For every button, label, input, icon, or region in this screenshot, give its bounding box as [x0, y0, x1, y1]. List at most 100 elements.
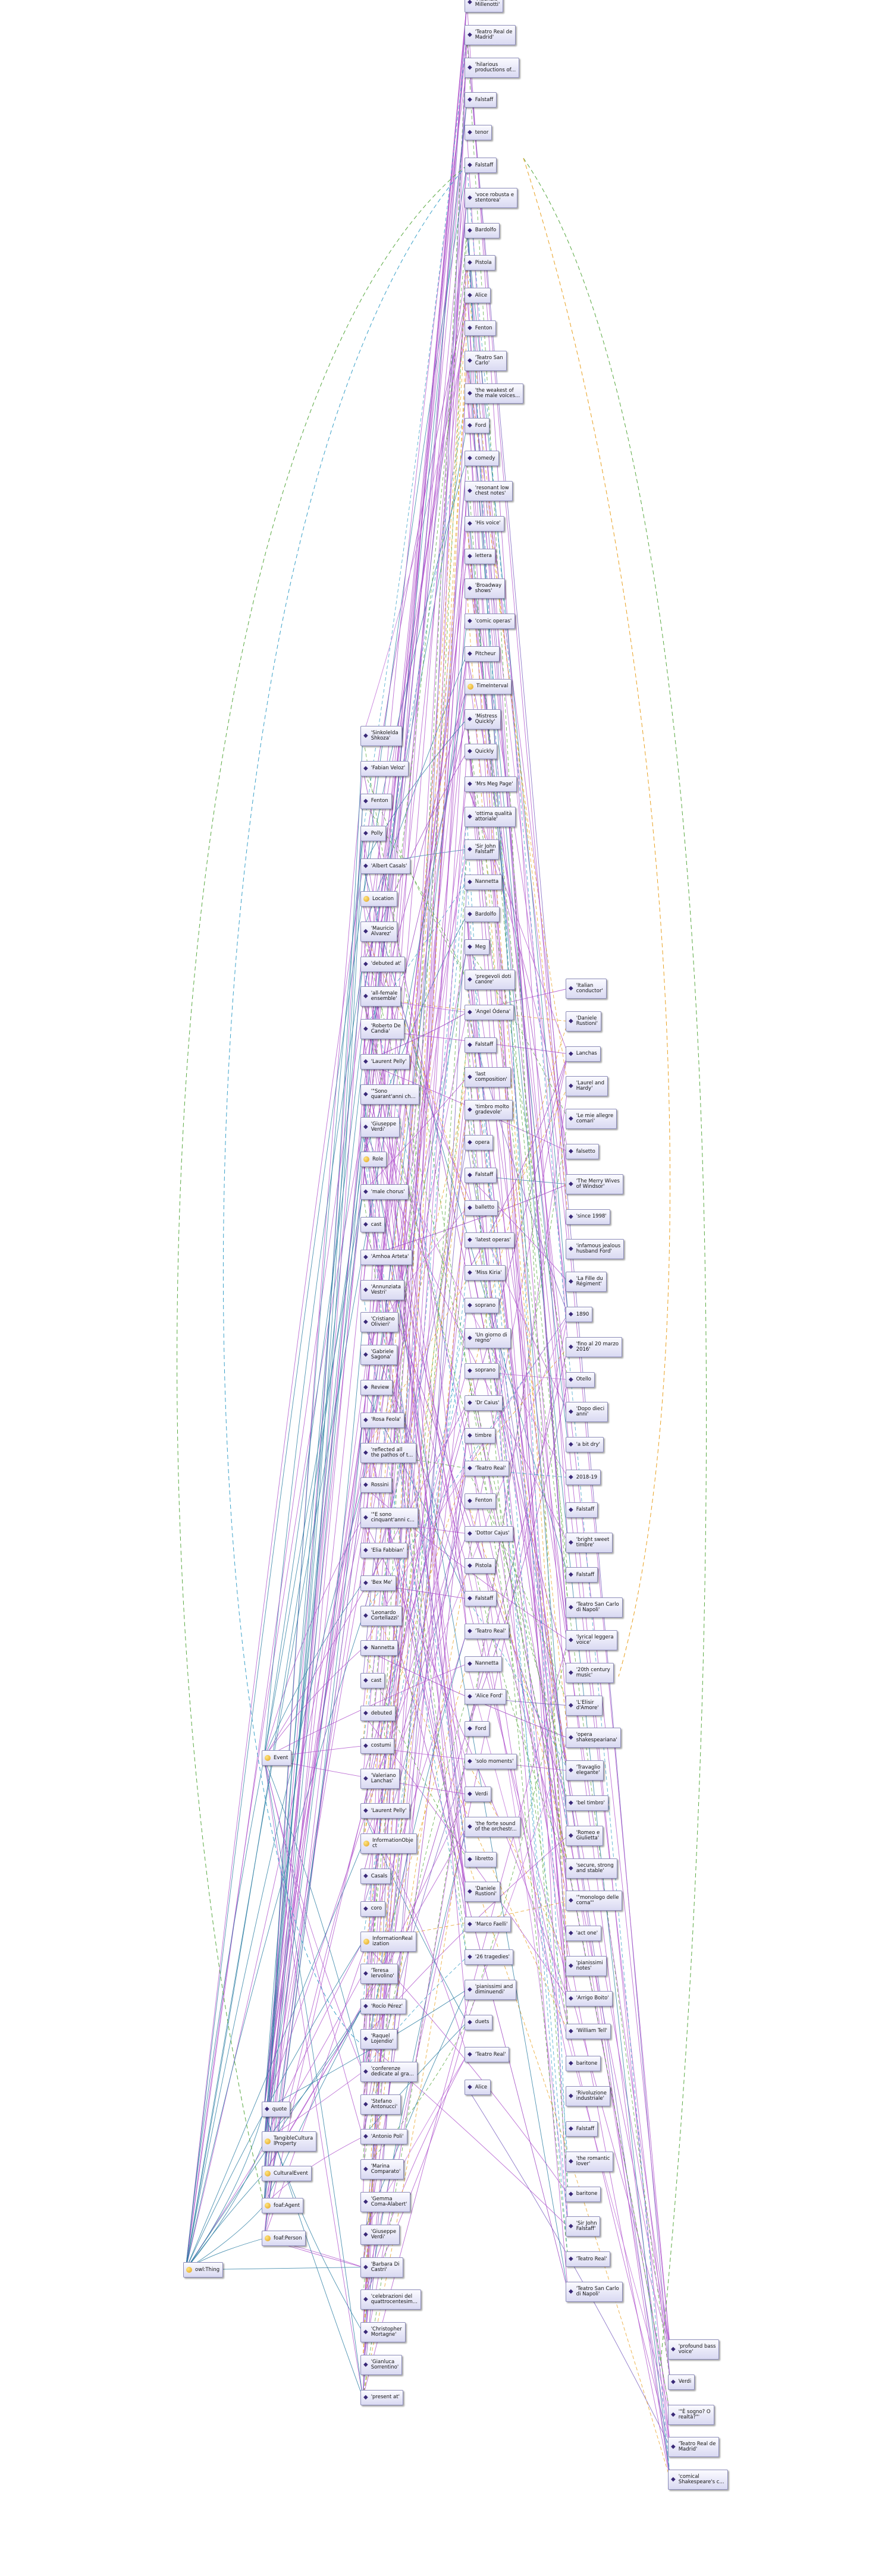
individual-node-secure-strong-and-stable[interactable]: ◆'secure, strong and stable' — [566, 1858, 617, 1879]
individual-node-cristiano-olivieri[interactable]: ◆'Cristiano Olivieri' — [360, 1312, 398, 1333]
individual-node-opera[interactable]: ◆opera — [465, 1135, 494, 1150]
individual-node-verdi[interactable]: ◆Verdi — [465, 1786, 492, 1802]
individual-node-bright-sweet-timbre[interactable]: ◆'bright sweet timbre' — [566, 1532, 613, 1553]
individual-node-2018-19[interactable]: ◆2018-19 — [566, 1470, 601, 1485]
individual-node-duets[interactable]: ◆duets — [465, 2014, 493, 2030]
individual-node-falstaff[interactable]: ◆Falstaff — [465, 1167, 497, 1183]
individual-node-present-at[interactable]: ◆'present at' — [360, 2389, 403, 2405]
individual-node-un-giorno-di-regno[interactable]: ◆'Un giorno di regno' — [465, 1328, 511, 1348]
individual-node-pianissimi-notes[interactable]: ◆'pianissimi notes' — [566, 1956, 607, 1976]
individual-node-giuseppe-verdi[interactable]: ◆'Giuseppe Verdi' — [360, 1116, 400, 1137]
individual-node-quickly[interactable]: ◆Quickly — [465, 744, 498, 760]
individual-node-gemma-coma-alabert[interactable]: ◆'Gemma Coma-Alabert' — [360, 2192, 411, 2212]
individual-node-laurel-and-hardy[interactable]: ◆'Laurel and Hardy' — [566, 1076, 608, 1097]
individual-node-lanchas[interactable]: ◆Lanchas — [566, 1046, 601, 1062]
individual-node-teatro-real[interactable]: ◆'Teatro Real' — [465, 1461, 510, 1476]
individual-node-angel-dena[interactable]: ◆'Angel Ódena' — [465, 1004, 514, 1020]
individual-node-teatro-san-carlo-di-napoli[interactable]: ◆'Teatro San Carlo di Napoli' — [566, 2282, 623, 2302]
class-node-informationreal-ization[interactable]: InformationReal ization — [360, 1931, 416, 1952]
individual-node-rossini[interactable]: ◆Rossini — [360, 1477, 393, 1493]
individual-node-baritone[interactable]: ◆baritone — [566, 2056, 601, 2072]
individual-node-ford[interactable]: ◆Ford — [465, 418, 490, 434]
individual-node-conferenze-dedicate-al-gra[interactable]: ◆'conferenze dedicate al gra... — [360, 2061, 418, 2082]
individual-node-daniele-rustioni[interactable]: ◆'Daniele Rustioni' — [566, 1011, 602, 1031]
individual-node-sogno-o-realt[interactable]: ◆'"È sogno? O realtà?"' — [668, 2404, 714, 2425]
individual-node-pistola[interactable]: ◆Pistola — [465, 1558, 495, 1574]
individual-node-comic-operas[interactable]: ◆'comic operas' — [465, 614, 516, 630]
individual-node-the-romantic-lover[interactable]: ◆'the romantic lover' — [566, 2151, 614, 2172]
individual-node-amhoa-arteta[interactable]: ◆'Amhoa Arteta' — [360, 1249, 413, 1265]
individual-node-fabian-veloz[interactable]: ◆'Fabian Veloz' — [360, 760, 409, 776]
individual-node-bardolfo[interactable]: ◆Bardolfo — [465, 907, 500, 923]
individual-node-nannetta[interactable]: ◆Nannetta — [360, 1640, 398, 1656]
individual-node-valeriano-lanchas[interactable]: ◆'Valeriano Lanchas' — [360, 1768, 400, 1789]
individual-node-teatro-real-de-madrid[interactable]: ◆'Teatro Real de Madrid' — [465, 24, 516, 45]
individual-node-alice-ford[interactable]: ◆'Alice Ford' — [465, 1688, 507, 1704]
individual-node-falstaff[interactable]: ◆Falstaff — [465, 1037, 497, 1053]
class-node-role[interactable]: Role — [360, 1152, 387, 1168]
individual-node-marco-faelli[interactable]: ◆'Marco Faelli' — [465, 1917, 512, 1933]
class-node-event[interactable]: Event — [262, 1750, 292, 1766]
individual-node-debuted-at[interactable]: ◆'debuted at' — [360, 956, 405, 972]
individual-node-male-chorus[interactable]: ◆'male chorus' — [360, 1184, 409, 1200]
individual-node-sono-quarant-anni-ch[interactable]: ◆'"Sono quarant'anni ch... — [360, 1084, 419, 1105]
individual-node-hilarious-productions-of[interactable]: ◆'hilarious productions of... — [465, 57, 520, 78]
individual-node-italian-conductor[interactable]: ◆'Italian conductor' — [566, 979, 607, 999]
individual-node-tenor[interactable]: ◆tenor — [465, 125, 492, 141]
individual-node-dopo-dieci-anni[interactable]: ◆'Dopo dieci anni' — [566, 1402, 608, 1423]
individual-node-20th-century-music[interactable]: ◆'20th century music' — [566, 1662, 614, 1683]
class-node-culturalevent[interactable]: CulturalEvent — [262, 2166, 312, 2181]
individual-node-stefano-antonucci[interactable]: ◆'Stefano Antonucci' — [360, 2094, 401, 2115]
individual-node-romeo-e-giulietta[interactable]: ◆'Romeo e Giulietta' — [566, 1825, 604, 1846]
class-node-location[interactable]: Location — [360, 891, 397, 907]
individual-node-fenton[interactable]: ◆Fenton — [465, 320, 496, 336]
individual-node-teatro-real-de-madrid[interactable]: ◆'Teatro Real de Madrid' — [668, 2437, 720, 2458]
individual-node-bex-me[interactable]: ◆'Bex Me' — [360, 1575, 396, 1591]
individual-node-meg[interactable]: ◆Meg — [465, 939, 490, 955]
individual-node-his-voice[interactable]: ◆'His voice' — [465, 515, 504, 531]
individual-node-teatro-real[interactable]: ◆'Teatro Real' — [465, 1624, 510, 1639]
individual-node-1890[interactable]: ◆1890 — [566, 1307, 593, 1322]
individual-node-la-fille-du-r-giment[interactable]: ◆'La Fille du Régiment' — [566, 1272, 607, 1292]
individual-node-antonio-poli[interactable]: ◆'Antonio Poli' — [360, 2129, 407, 2145]
individual-node-raquel-lojendio[interactable]: ◆'Raquel Lojendio' — [360, 2029, 397, 2049]
individual-node-sir-john-falstaff[interactable]: ◆'Sir John Falstaff' — [566, 2216, 601, 2237]
individual-node-fenton[interactable]: ◆Fenton — [360, 793, 392, 809]
individual-node-solo-moments[interactable]: ◆'solo moments' — [465, 1754, 517, 1770]
individual-node-lettera[interactable]: ◆lettera — [465, 548, 495, 564]
individual-node-gianluca-sorrentino[interactable]: ◆'Gianluca Sorrentino' — [360, 2355, 403, 2375]
individual-node-teatro-real[interactable]: ◆'Teatro Real' — [566, 2251, 611, 2267]
individual-node-26-tragedies[interactable]: ◆'26 tragedies' — [465, 1949, 513, 1965]
individual-node-laurent-pelly[interactable]: ◆'Laurent Pelly' — [360, 1803, 410, 1819]
individual-node-infamous-jealous-husband-ford[interactable]: ◆'infamous jealous husband Ford' — [566, 1239, 625, 1260]
individual-node-sinkolelda-shkoza[interactable]: ◆'Sinkolelda Shkoza' — [360, 726, 402, 746]
individual-node-alice[interactable]: ◆Alice — [465, 288, 491, 304]
individual-node-christopher-mortagne[interactable]: ◆'Christopher Mortagne' — [360, 2322, 406, 2343]
individual-node-laurent-pelly[interactable]: ◆'Laurent Pelly' — [360, 1054, 410, 1070]
individual-node-rivoluzione-industriale[interactable]: ◆'Rivoluzione industriale' — [566, 2086, 610, 2107]
individual-node-gabriele-sagona[interactable]: ◆'Gabriele Sagona' — [360, 1345, 397, 1366]
individual-node-daniele-rustioni[interactable]: ◆'Daniele Rustioni' — [465, 1882, 501, 1902]
individual-node-the-weakest-of-the-male-voices[interactable]: ◆'the weakest of the male voices... — [465, 383, 524, 404]
individual-node-profound-bass-voice[interactable]: ◆'profound bass voice' — [668, 2339, 720, 2360]
class-node-informationobje-ct[interactable]: InformationObje ct — [360, 1833, 417, 1854]
individual-node-soprano[interactable]: ◆soprano — [465, 1363, 500, 1379]
individual-node-mauricio-alvarez[interactable]: ◆'Mauricio Alvarez' — [360, 921, 398, 942]
individual-node-alice[interactable]: ◆Alice — [465, 2080, 491, 2096]
individual-node-pregevoli-doti-canore[interactable]: ◆'pregevoli doti canore' — [465, 970, 515, 990]
individual-node-comical-shakespeare-s-c[interactable]: ◆'comical Shakespeare's c... — [668, 2470, 728, 2490]
individual-node-the-merry-wives-of-windsor[interactable]: ◆'The Merry Wives of Windsor' — [566, 1174, 623, 1194]
individual-node-fino-al-20-marzo-2016[interactable]: ◆'fino al 20 marzo 2016' — [566, 1336, 623, 1357]
individual-node-miss-kiria[interactable]: ◆'Miss Kiria' — [465, 1265, 506, 1281]
individual-node-reflected-all-the-pathos-of-t[interactable]: ◆'reflected all the pathos of t... — [360, 1442, 417, 1463]
individual-node-dottor-cajus[interactable]: ◆'Dottor Cajus' — [465, 1526, 513, 1542]
individual-node-libretto[interactable]: ◆libretto — [465, 1851, 497, 1867]
individual-node-l-elisir-d-amore[interactable]: ◆'L'Elisir d'Amore' — [566, 1695, 603, 1716]
individual-node-verdi[interactable]: ◆Verdi — [668, 2374, 695, 2390]
individual-node-a-bit-dry[interactable]: ◆'a bit dry' — [566, 1437, 604, 1453]
individual-node-since-1998[interactable]: ◆'since 1998' — [566, 1209, 610, 1225]
individual-node-polly[interactable]: ◆Polly — [360, 826, 387, 842]
class-node-owl-thing[interactable]: owl:Thing — [183, 2262, 224, 2278]
individual-node-giuseppe-verdi[interactable]: ◆'Giuseppe Verdi' — [360, 2224, 400, 2245]
individual-node-teresa-iervolino[interactable]: ◆'Teresa Iervolino' — [360, 1964, 398, 1984]
